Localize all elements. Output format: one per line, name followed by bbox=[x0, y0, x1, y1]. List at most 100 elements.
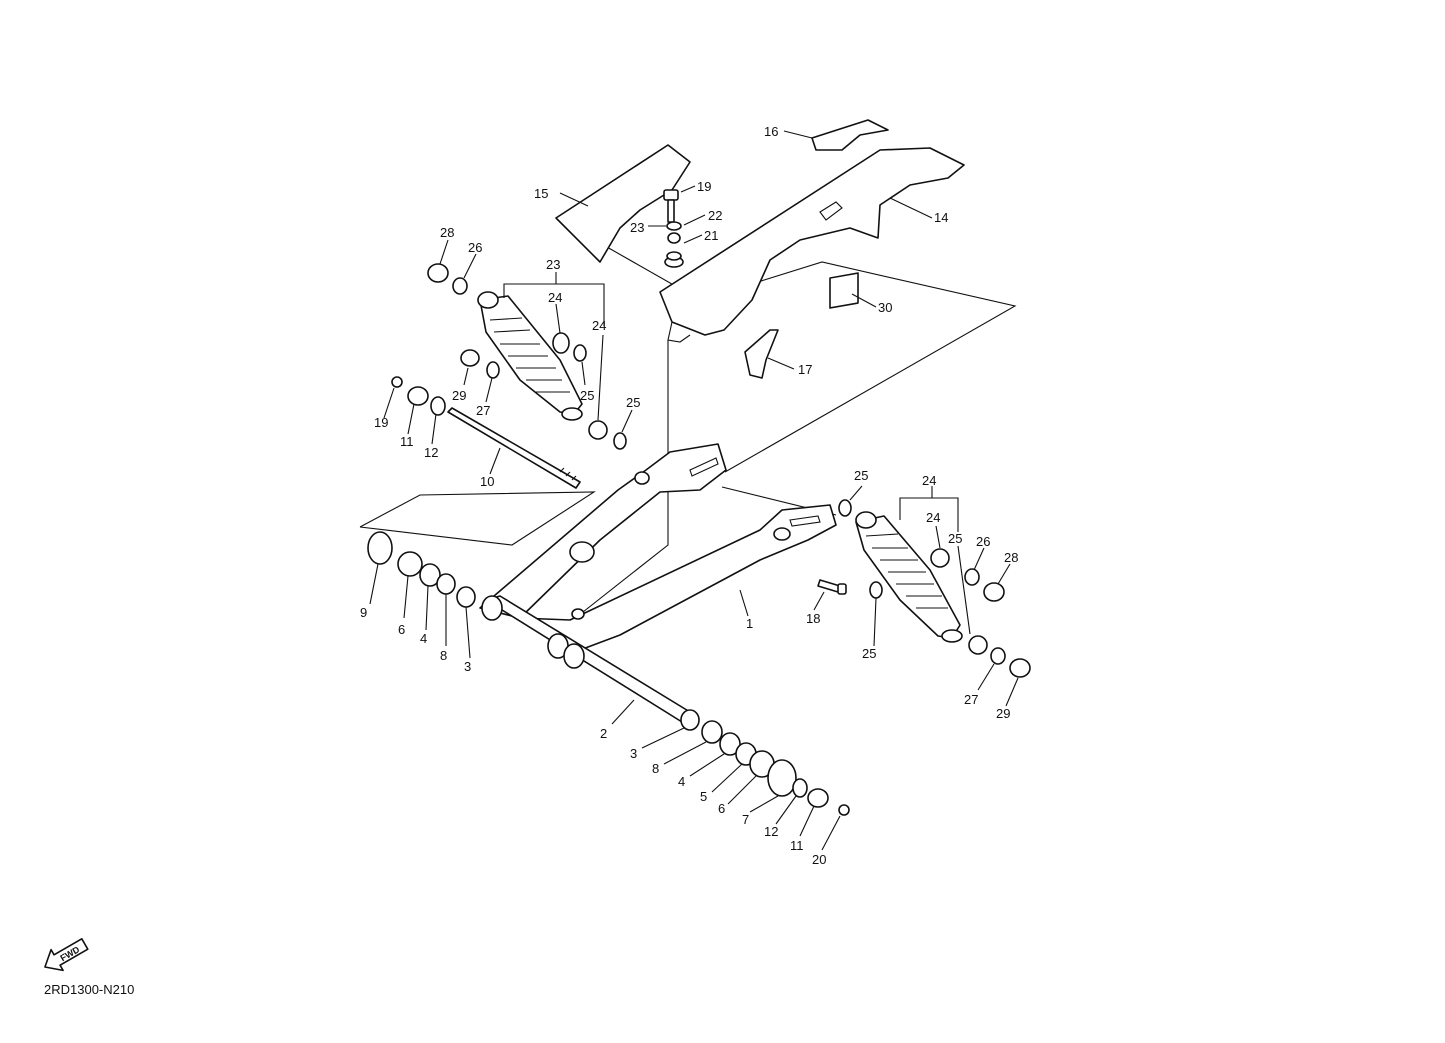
callout-11-right: 11 bbox=[790, 838, 804, 853]
callout-3-right: 3 bbox=[630, 746, 637, 761]
chain-case-slot bbox=[819, 201, 843, 221]
part-6-seal-left bbox=[397, 551, 423, 577]
part-25-washer-left-a bbox=[573, 344, 587, 362]
callout-25-left-a: 25 bbox=[580, 388, 594, 403]
callout-27-left: 27 bbox=[476, 403, 490, 418]
part-1-swing-arm bbox=[479, 443, 837, 651]
callout-9: 9 bbox=[360, 605, 367, 620]
callout-24-left-a: 24 bbox=[548, 290, 562, 305]
callout-4-left: 4 bbox=[420, 631, 427, 646]
part-18-bolt bbox=[663, 189, 679, 223]
callout-10: 10 bbox=[480, 474, 494, 489]
part-25-washer-right-a bbox=[838, 499, 852, 517]
part-3-bushing-right bbox=[680, 709, 700, 731]
callout-6-right: 6 bbox=[718, 801, 725, 816]
part-9-cap-left bbox=[367, 531, 393, 565]
callout-29-left: 29 bbox=[452, 388, 466, 403]
part-10-pivot-shaft bbox=[447, 407, 581, 489]
part-24-bush-right-b bbox=[968, 635, 988, 655]
part-25-washer-right-b bbox=[869, 581, 883, 599]
part-24-bush-left-b bbox=[588, 420, 608, 440]
callout-26-right: 26 bbox=[976, 534, 990, 549]
callout-23-left: 23 bbox=[546, 257, 560, 272]
callout-13: 14 bbox=[934, 210, 948, 225]
part-8-race-left bbox=[436, 573, 456, 595]
callout-8-right: 8 bbox=[652, 761, 659, 776]
part-11-nut-right bbox=[807, 788, 829, 808]
callout-3-left: 3 bbox=[464, 659, 471, 674]
callout-19-left: 19 bbox=[374, 415, 388, 430]
callout-16: 17 bbox=[798, 362, 812, 377]
callout-25-right-a: 25 bbox=[854, 468, 868, 483]
part-24-bush-right-a bbox=[930, 548, 950, 568]
callout-24-right-b: 25 bbox=[948, 531, 962, 546]
part-7-cap-right bbox=[767, 759, 797, 797]
callout-18: 19 bbox=[697, 179, 711, 194]
part-29-nut-right bbox=[1009, 658, 1031, 678]
part-28-nut-left bbox=[427, 263, 449, 283]
rear-shock-right bbox=[855, 511, 963, 643]
part-11-nut-left bbox=[407, 386, 429, 406]
part-25-washer-left-b bbox=[613, 432, 627, 450]
part-12-washer-left bbox=[430, 396, 446, 416]
callout-30: 30 bbox=[878, 300, 892, 315]
part-20-grommet bbox=[664, 251, 684, 268]
part-8-race-right bbox=[701, 720, 723, 744]
leader-lines bbox=[369, 130, 1019, 851]
part-15-guard-clip bbox=[811, 119, 889, 151]
callout-4-right: 4 bbox=[678, 774, 685, 789]
callout-15: 16 bbox=[764, 124, 778, 139]
part-26-washer-left bbox=[452, 277, 468, 295]
chain-case-mount bbox=[667, 321, 691, 343]
callout-1: 1 bbox=[746, 616, 753, 631]
part-29-nut-left bbox=[460, 349, 480, 367]
callout-24-right-a: 24 bbox=[926, 510, 940, 525]
callout-12-left: 12 bbox=[424, 445, 438, 460]
part-3-bushing-left bbox=[456, 586, 476, 608]
callout-8-left: 8 bbox=[440, 648, 447, 663]
part-27-washer-left bbox=[486, 361, 500, 379]
callout-29-right: 29 bbox=[996, 706, 1010, 721]
callout-26-left: 26 bbox=[468, 240, 482, 255]
callout-6-left: 6 bbox=[398, 622, 405, 637]
part-30-label bbox=[829, 272, 859, 309]
callout-19-right: 20 bbox=[812, 852, 826, 867]
diagram-code: 2RD1300-N210 bbox=[44, 982, 135, 997]
callout-5: 5 bbox=[700, 789, 707, 804]
part-19-cotter-right bbox=[838, 804, 850, 816]
part-16-guard-lower bbox=[744, 329, 779, 379]
part-26-washer-right bbox=[964, 568, 980, 586]
part-13-chain-case bbox=[659, 147, 965, 336]
part-14-chain-guard-front bbox=[555, 144, 691, 263]
callout-28-right: 28 bbox=[1004, 550, 1018, 565]
callout-25-left-b: 25 bbox=[626, 395, 640, 410]
callout-17: 18 bbox=[806, 611, 820, 626]
part-12-washer-right bbox=[792, 778, 808, 798]
part-4-bearing-right bbox=[719, 732, 741, 756]
callout-14: 15 bbox=[534, 186, 548, 201]
callout-labels: 16 15 14 19 22 23 21 30 17 28 26 23 24 2… bbox=[360, 124, 1018, 867]
callout-27-right: 27 bbox=[964, 692, 978, 707]
callout-21: 22 bbox=[708, 208, 722, 223]
callout-11-left: 11 bbox=[400, 434, 414, 449]
callout-7: 7 bbox=[742, 812, 749, 827]
callout-2: 2 bbox=[600, 726, 607, 741]
part-21-washer bbox=[666, 221, 682, 231]
callout-25-right-b: 25 bbox=[862, 646, 876, 661]
part-28-nut-right bbox=[983, 582, 1005, 602]
callout-23-right: 24 bbox=[922, 473, 936, 488]
callout-12-right: 12 bbox=[764, 824, 778, 839]
callout-24-left-b: 24 bbox=[592, 318, 606, 333]
callout-22: 23 bbox=[630, 220, 644, 235]
callout-20: 21 bbox=[704, 228, 718, 243]
part-24-bush-left-a bbox=[552, 332, 570, 354]
rear-shock-left bbox=[477, 291, 583, 421]
part-17-bolt bbox=[817, 579, 847, 595]
part-27-washer-right bbox=[990, 647, 1006, 665]
callout-28-left: 28 bbox=[440, 225, 454, 240]
part-4-bearing-left bbox=[419, 563, 441, 587]
part-19-cotter-left bbox=[391, 376, 403, 388]
part-22-collar bbox=[667, 232, 681, 244]
fwd-arrow-icon: FWD bbox=[44, 938, 89, 972]
